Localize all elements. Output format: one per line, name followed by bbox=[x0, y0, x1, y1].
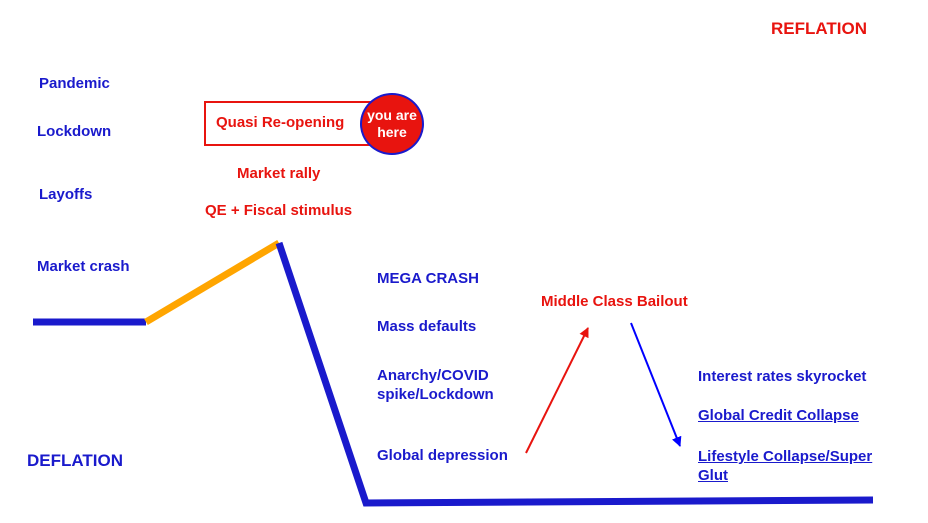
label-global-credit-collapse[interactable]: Global Credit Collapse bbox=[698, 407, 859, 424]
label-lifestyle-collapse-line-2[interactable]: Glut bbox=[698, 467, 728, 484]
collapse-down-arrow bbox=[630, 322, 682, 447]
label-layoffs: Layoffs bbox=[39, 186, 93, 203]
label-anarchy-covid-line-1: Anarchy/COVID bbox=[377, 367, 489, 384]
bailout-up-arrow bbox=[525, 327, 589, 454]
label-middle-class-bailout: Middle Class Bailout bbox=[541, 293, 688, 310]
label-global-depression: Global depression bbox=[377, 447, 508, 464]
marker-line-2: here bbox=[377, 124, 407, 140]
stimulus-rise-segment bbox=[144, 239, 281, 326]
label-interest-rates: Interest rates skyrocket bbox=[698, 368, 867, 385]
label-lifestyle-collapse-line-1[interactable]: Lifestyle Collapse/Super bbox=[698, 448, 873, 465]
label-deflation: DEFLATION bbox=[27, 451, 124, 470]
label-quasi-reopening: Quasi Re-opening bbox=[216, 114, 345, 131]
label-lockdown: Lockdown bbox=[37, 123, 112, 140]
label-reflation: REFLATION bbox=[771, 19, 868, 38]
label-market-crash: Market crash bbox=[37, 258, 130, 275]
label-pandemic: Pandemic bbox=[39, 75, 110, 92]
label-mega-crash: MEGA CRASH bbox=[377, 270, 479, 287]
you-are-here-marker: you are here bbox=[360, 93, 424, 155]
label-market-rally: Market rally bbox=[237, 165, 321, 182]
crash-segment bbox=[275, 241, 874, 507]
label-mass-defaults: Mass defaults bbox=[377, 318, 477, 335]
label-anarchy-covid-line-2: spike/Lockdown bbox=[377, 386, 494, 403]
marker-line-1: you are bbox=[367, 107, 417, 123]
label-qe-fiscal-stimulus: QE + Fiscal stimulus bbox=[205, 202, 353, 219]
